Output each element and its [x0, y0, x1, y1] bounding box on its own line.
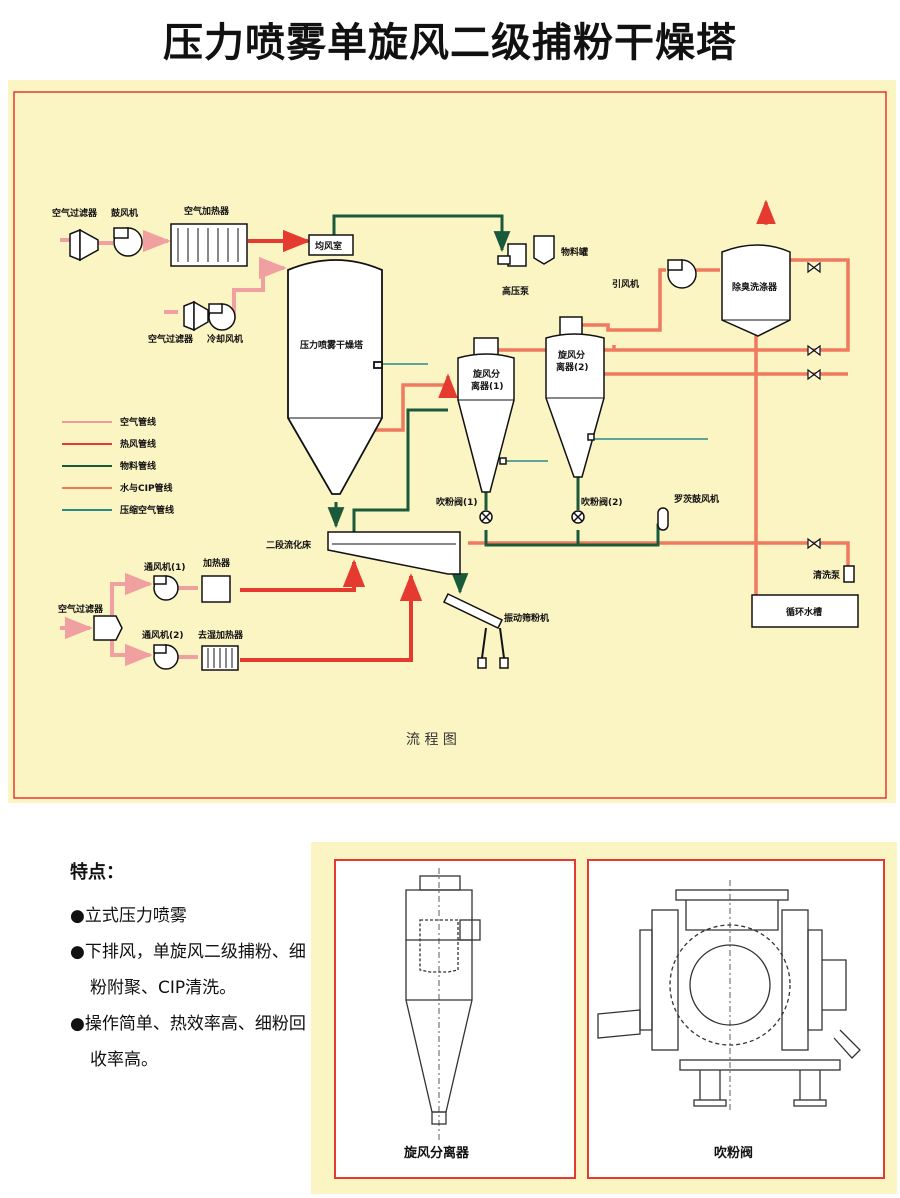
cyclone-caption: 旋风分离器: [403, 1145, 470, 1161]
label-deodor-scrubber: 除臭洗涤器: [732, 281, 778, 293]
valve-drawing: [597, 880, 861, 1110]
cooling-fan: [208, 303, 236, 331]
label-air-filter-2: 空气过滤器: [148, 333, 194, 345]
label-cyclone-1-line2: 离器(1): [471, 380, 504, 392]
legend-label-0: 空气管线: [120, 416, 156, 428]
label-roots-blower: 罗茨鼓风机: [674, 493, 719, 505]
legend-label-4: 压缩空气管线: [120, 504, 174, 516]
valve-caption: 吹粉阀: [714, 1145, 753, 1161]
hot-air-lines: [240, 229, 423, 662]
label-air-heater: 空气加热器: [184, 205, 230, 217]
label-air-filter-3: 空气过滤器: [58, 603, 104, 615]
features-panel: 特点： ●立式压力喷雾 ●下排风，单旋风二级捕粉、细粉附聚、CIP清洗。 ●操作…: [70, 858, 310, 1078]
fluid-bed: [327, 531, 461, 575]
label-cyclone-1-line1: 旋风分: [472, 368, 500, 380]
label-induced-fan: 引风机: [612, 278, 639, 290]
dryer-tower: [287, 259, 383, 495]
label-cleaning-pump: 清洗泵: [813, 569, 841, 581]
air-heater: [170, 223, 248, 267]
label-fan-2: 通风机(2): [142, 629, 184, 641]
fan-2: [153, 644, 179, 670]
exhaust-lines: [338, 199, 850, 595]
cyclone-2: [545, 316, 605, 478]
label-cyclone-2-line2: 离器(2): [556, 361, 589, 373]
label-blow-valve-2: 吹粉阀(2): [581, 496, 623, 508]
legend-label-2: 物料管线: [120, 460, 156, 472]
legend-label-1: 热风管线: [120, 438, 156, 450]
features-title: 特点：: [70, 862, 124, 883]
label-dryer-tower: 压力喷雾干燥塔: [300, 339, 364, 351]
cleaning-pump: [843, 565, 855, 583]
feature-item-3: ●操作简单、热效率高、细粉回收率高。: [70, 1014, 306, 1070]
blower-1: [113, 227, 143, 257]
equipment-labels: 空气过滤器 鼓风机 空气加热器 均风室 高压泵 物料罐 空气过滤器 冷却风机 压…: [52, 205, 841, 641]
high-pressure-pump: [497, 243, 527, 267]
cyclone-drawing: [405, 868, 481, 1140]
label-air-chamber: 均风室: [315, 240, 342, 252]
valve-image-frame: [587, 859, 885, 1179]
heater: [201, 575, 231, 603]
valves: [807, 261, 821, 550]
label-air-filter-1: 空气过滤器: [52, 207, 98, 219]
deodor-scrubber: [721, 244, 791, 337]
label-cooling-fan: 冷却风机: [207, 333, 243, 345]
air-filter-3: [93, 615, 123, 641]
label-water-tank: 循环水槽: [786, 606, 822, 618]
diagram-caption: 流 程 图: [406, 732, 457, 748]
page-title: 压力喷雾单旋风二级捕粉干燥塔: [163, 20, 737, 66]
diagram-border: [13, 91, 887, 799]
label-vibrating-sieve: 振动筛粉机: [504, 612, 549, 624]
roots-blower: [657, 507, 669, 531]
cyclone-image-frame: [334, 859, 576, 1179]
cyclone-1: [457, 337, 515, 493]
feature-item-2: ●下排风，单旋风二级捕粉、细粉附聚、CIP清洗。: [70, 942, 306, 998]
label-material-tank: 物料罐: [561, 246, 588, 258]
legend-label-3: 水与CIP管线: [120, 482, 173, 494]
label-dehumid-heater: 去湿加热器: [198, 629, 244, 641]
air-filter-2: [183, 300, 209, 332]
water-tank: [751, 594, 859, 628]
label-fluid-bed: 二段流化床: [266, 539, 312, 551]
label-blower: 鼓风机: [111, 207, 138, 219]
material-tank: [533, 235, 555, 265]
label-cyclone-2-line1: 旋风分: [557, 349, 585, 361]
vibrating-sieve: [442, 593, 509, 669]
label-heater: 加热器: [202, 557, 231, 569]
air-chamber: [308, 234, 354, 256]
label-fan-1: 通风机(1): [144, 561, 186, 573]
induced-fan: [667, 259, 697, 289]
label-high-pressure-pump: 高压泵: [502, 285, 530, 297]
compressed-air-lines: [382, 363, 708, 462]
feature-item-1: ●立式压力喷雾: [70, 906, 187, 926]
flow-diagram: 空气过滤器 鼓风机 空气加热器 均风室 高压泵 物料罐 空气过滤器 冷却风机 压…: [13, 91, 887, 799]
dehumid-heater: [201, 645, 239, 671]
flow-diagram-panel: 空气过滤器 鼓风机 空气加热器 均风室 高压泵 物料罐 空气过滤器 冷却风机 压…: [8, 80, 896, 803]
air-lines: [60, 229, 287, 667]
blow-valves: [479, 510, 585, 524]
air-filter-1: [69, 228, 99, 262]
fan-1: [153, 575, 179, 601]
label-blow-valve-1: 吹粉阀(1): [436, 496, 478, 508]
